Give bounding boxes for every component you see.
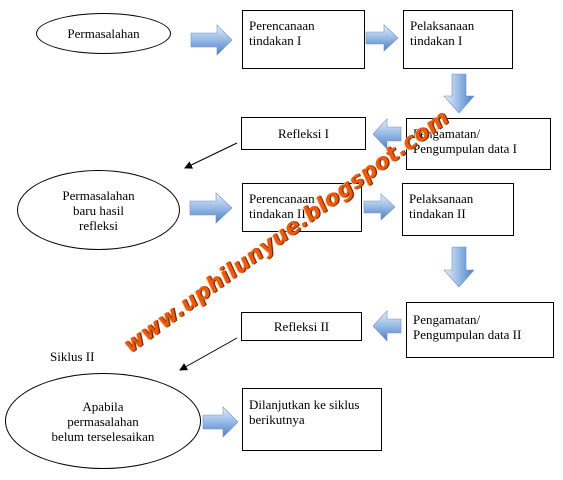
- arrow-right-1: [190, 24, 233, 56]
- node-unresolved-line-2: permasalahan: [67, 413, 139, 429]
- node-unresolved-line-1: Apabila: [82, 398, 124, 414]
- node-new-problem: Permasalahan baru hasil refleksi: [17, 170, 180, 250]
- node-unresolved-line-3: belum terselesaikan: [51, 428, 155, 444]
- cycle-label: Siklus II: [50, 349, 95, 364]
- node-plan-2-line-1: Perencanaan: [249, 191, 315, 206]
- node-observe-2: Pengamatan/ Pengumpulan data II: [406, 302, 554, 358]
- node-act-2: Pelaksanaan tindakan II: [402, 183, 514, 236]
- node-unresolved: Apabila permasalahan belum terselesaikan: [5, 373, 201, 469]
- node-act-1-line-2: tindakan I: [410, 33, 463, 48]
- node-reflect-1-text: Refleksi I: [278, 126, 329, 141]
- node-continue: Dilanjutkan ke siklus berikutnya: [242, 388, 382, 451]
- arrow-diagonal-2: [179, 337, 238, 371]
- node-observe-1: Pengamatan/ Pengumpulan data I: [406, 118, 551, 170]
- node-continue-line-1: Dilanjutkan ke siklus: [249, 397, 360, 412]
- node-plan-1-line-2: tindakan I: [249, 33, 302, 48]
- node-reflect-2-text: Refleksi II: [273, 319, 330, 334]
- node-observe-1-line-1: Pengamatan/: [413, 126, 481, 141]
- node-observe-2-line-1: Pengamatan/: [413, 312, 481, 327]
- node-act-1: Pelaksanaan tindakan I: [403, 10, 513, 69]
- node-observe-1-line-2: Pengumpulan data I: [413, 141, 517, 156]
- node-plan-2-line-2: tindakan II: [249, 206, 306, 221]
- node-problem-text: Permasalahan: [67, 26, 140, 41]
- arrow-left-2: [372, 310, 402, 342]
- arrow-down-2: [443, 246, 475, 288]
- node-new-problem-line-1: Permasalahan: [62, 187, 135, 203]
- node-reflect-2: Refleksi II: [241, 312, 362, 341]
- node-reflect-1: Refleksi I: [241, 117, 366, 150]
- arrow-right-2: [365, 24, 399, 52]
- node-observe-2-line-2: Pengumpulan data II: [413, 327, 522, 342]
- arrow-left-1: [372, 118, 402, 150]
- node-plan-1: Perencanaan tindakan I: [242, 10, 365, 69]
- node-act-1-line-1: Pelaksanaan: [410, 18, 475, 33]
- arrow-right-3: [189, 192, 233, 224]
- node-act-2-line-1: Pelaksanaan: [409, 191, 474, 206]
- node-new-problem-line-2: baru hasil: [73, 202, 124, 218]
- node-continue-line-2: berikutnya: [249, 412, 305, 427]
- arrow-down-1: [443, 73, 475, 114]
- arrow-right-5: [202, 406, 239, 438]
- arrow-right-4: [363, 193, 396, 221]
- node-problem: Permasalahan: [36, 13, 171, 54]
- node-act-2-line-2: tindakan II: [409, 206, 466, 221]
- node-plan-1-line-1: Perencanaan: [249, 18, 315, 33]
- arrow-diagonal-1: [184, 142, 238, 169]
- node-new-problem-line-3: refleksi: [79, 217, 118, 233]
- node-plan-2: Perencanaan tindakan II: [242, 183, 362, 232]
